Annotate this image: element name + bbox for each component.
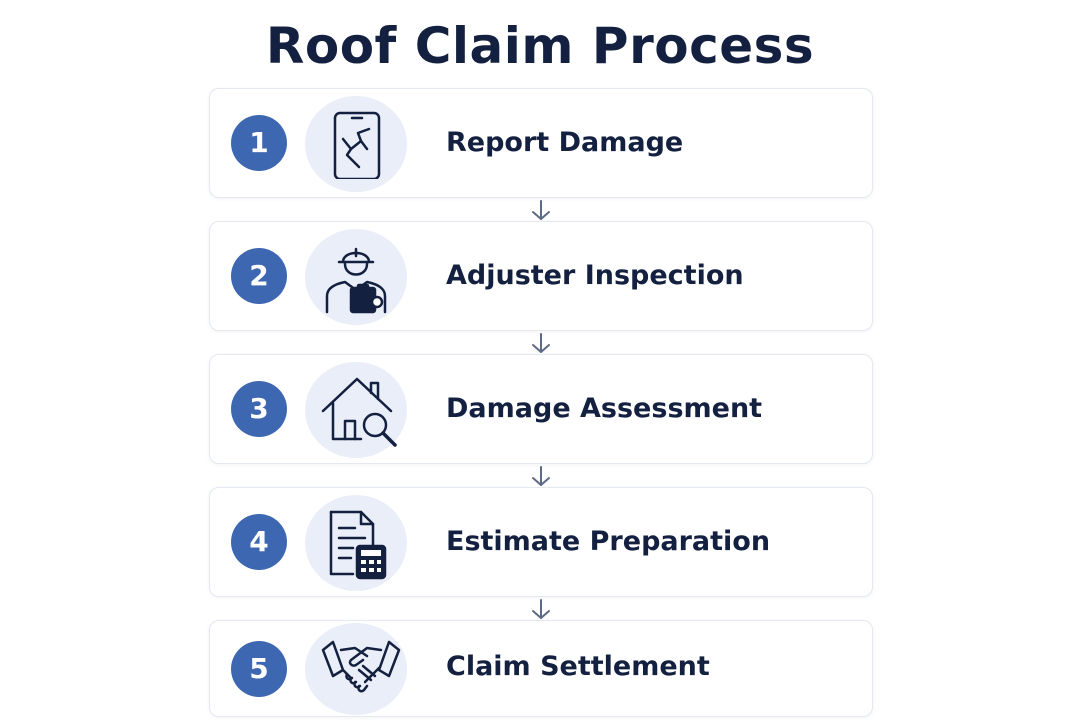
- step-label: Adjuster Inspection: [446, 260, 744, 291]
- flow-arrow: [209, 597, 873, 620]
- step-label: Claim Settlement: [446, 651, 710, 682]
- step-icon-container: [305, 495, 407, 591]
- step-number-badge: 1: [231, 115, 287, 171]
- flow-arrow: [209, 331, 873, 354]
- step-icon-container: [305, 362, 407, 458]
- step-card-claim-settlement: 5 Claim Settlement: [209, 620, 873, 717]
- step-card-adjuster-inspection: 2 Adjuster Inspection: [209, 221, 873, 331]
- document-calculator-icon: [329, 510, 387, 580]
- step-label: Estimate Preparation: [446, 526, 771, 557]
- step-label: Report Damage: [446, 127, 684, 158]
- inspector-with-clipboard-icon: [325, 247, 387, 314]
- step-icon-container: [305, 623, 407, 715]
- arrow-down-icon: [532, 200, 550, 220]
- arrow-down-icon: [532, 333, 550, 353]
- house-magnifier-icon: [321, 377, 397, 447]
- process-flow: 1 Report Damage 2: [209, 88, 873, 717]
- cracked-phone-icon: [333, 111, 381, 179]
- step-label: Damage Assessment: [446, 393, 763, 424]
- page-title: Roof Claim Process: [265, 17, 815, 75]
- step-number-badge: 3: [231, 381, 287, 437]
- handshake-icon: [321, 640, 401, 693]
- flow-arrow: [209, 198, 873, 221]
- step-card-estimate-preparation: 4 Estimate Preparation: [209, 487, 873, 597]
- step-number-badge: 5: [231, 641, 287, 697]
- step-number-badge: 4: [231, 514, 287, 570]
- arrow-down-icon: [532, 466, 550, 486]
- step-card-report-damage: 1 Report Damage: [209, 88, 873, 198]
- step-icon-container: [305, 96, 407, 192]
- flow-arrow: [209, 464, 873, 487]
- arrow-down-icon: [532, 599, 550, 619]
- step-icon-container: [305, 229, 407, 325]
- step-number-badge: 2: [231, 248, 287, 304]
- step-card-damage-assessment: 3 Damage Assessment: [209, 354, 873, 464]
